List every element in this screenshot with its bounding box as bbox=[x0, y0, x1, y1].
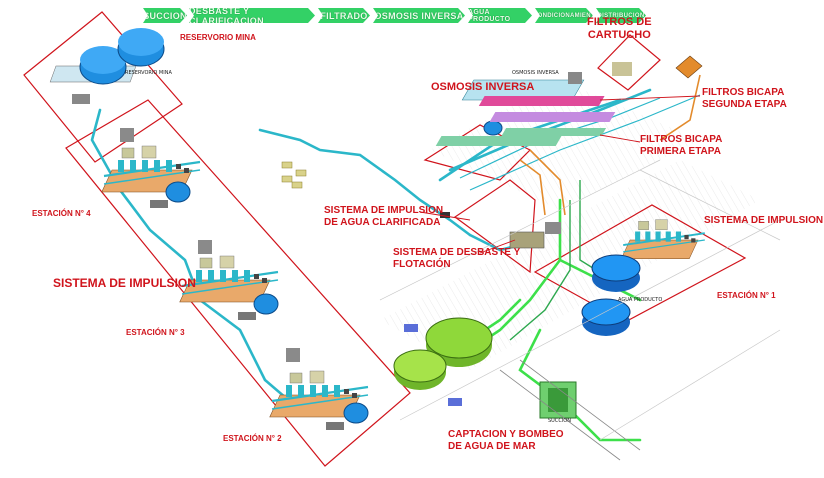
label-captacion-bombeo: CAPTACION Y BOMBEO DE AGUA DE MAR bbox=[448, 429, 564, 452]
agua-producto-caption: AGUA PRODUCTO bbox=[618, 297, 663, 303]
step-acondicionamiento: ACONDICIONAMIENTO bbox=[535, 8, 593, 23]
label-filtros-cartucho: FILTROS DE CARTUCHO bbox=[587, 16, 652, 41]
step-succion: SUCCION bbox=[143, 8, 187, 23]
label-impulsion-clarificada: SISTEMA DE IMPULSION DE AGUA CLARIFICADA bbox=[324, 205, 444, 228]
label-estacion-2: ESTACIÓN N° 2 bbox=[223, 434, 282, 443]
label-estacion-3: ESTACIÓN N° 3 bbox=[126, 328, 185, 337]
step-distribucion: DISTRIBUCION bbox=[596, 8, 646, 23]
label-osmosis-inversa: OSMOSIS INVERSA bbox=[431, 81, 535, 93]
osmosis-caption: OSMOSIS INVERSA bbox=[512, 70, 559, 76]
label-filtros-bicapa-segunda: FILTROS BICAPA SEGUNDA ETAPA bbox=[702, 87, 787, 110]
step-osmosis: OSMOSIS INVERSA bbox=[373, 8, 465, 23]
step-filtrado: FILTRADO bbox=[318, 8, 370, 23]
step-desbaste-clarificacion: DESBASTE Y CLARIFICACION bbox=[189, 8, 315, 23]
label-estacion-1: ESTACIÓN N° 1 bbox=[717, 291, 776, 300]
label-estacion-4: ESTACIÓN N° 4 bbox=[32, 209, 91, 218]
label-filtros-bicapa-primera: FILTROS BICAPA PRIMERA ETAPA bbox=[640, 134, 723, 157]
step-agua-producto: AGUA PRODUCTO bbox=[468, 8, 532, 23]
label-reservorio-mina: RESERVORIO MINA bbox=[180, 33, 256, 42]
label-sistema-impulsion-right: SISTEMA DE IMPULSION bbox=[704, 215, 824, 226]
label-desbaste-flotacion: SISTEMA DE DESBASTE Y FLOTACIÓN bbox=[393, 247, 521, 270]
reservorio-caption: RESERVORIO MINA bbox=[125, 70, 172, 76]
succion-caption: SUCCION bbox=[548, 418, 571, 424]
label-sistema-impulsion-main: SISTEMA DE IMPULSION bbox=[53, 276, 196, 290]
